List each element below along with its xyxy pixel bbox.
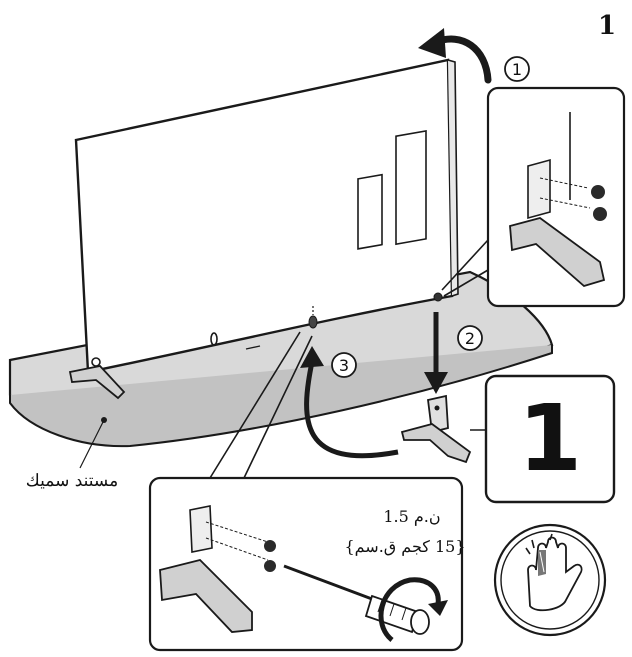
screwdriver-icon (283, 564, 430, 635)
curved-arrow-icon (300, 346, 399, 459)
page-number: 1 (598, 11, 616, 41)
tv-vent-left (357, 173, 383, 250)
loose-stand-foot (400, 394, 472, 464)
inset-stand-detail (486, 86, 626, 308)
torque-alt-value: {15 كجم ق.سم} (344, 537, 465, 556)
left-stand-foot (68, 365, 126, 400)
step-1-marker: 1 (504, 56, 530, 82)
step-1-number: 1 (512, 60, 522, 79)
down-arrow-icon (424, 312, 448, 394)
screw-icon (591, 185, 607, 221)
step-2-marker: 2 (457, 325, 483, 351)
tv-panel (74, 58, 459, 374)
step-2-number: 2 (465, 329, 475, 348)
hand-caution-icon (493, 523, 607, 637)
rotation-direction-icon (378, 577, 448, 642)
inset-screw-detail: ن.م 1.5 {15 كجم ق.سم} (148, 476, 466, 652)
thick-stand-label: مستند سميك (26, 471, 118, 491)
tv-vent-right (395, 129, 427, 246)
step-3-number: 3 (339, 356, 349, 375)
torque-value: ن.م 1.5 (383, 507, 440, 526)
rotate-arrow-icon (418, 28, 492, 84)
center-screw-marker (308, 306, 318, 329)
step-3-marker: 3 (331, 352, 357, 378)
quantity-label: 1 (518, 385, 582, 492)
quantity-box: 1 (484, 374, 616, 504)
